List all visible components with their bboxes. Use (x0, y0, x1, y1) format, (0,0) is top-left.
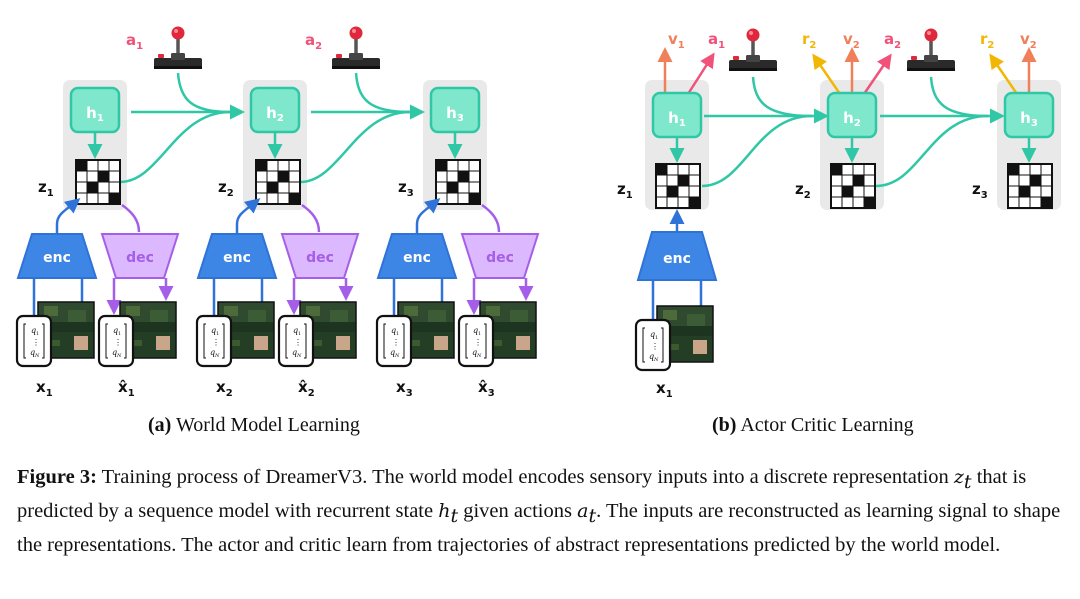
svg-text:r2: r2 (980, 30, 994, 51)
latent-grid-icon (655, 163, 701, 209)
caption-text: . The inputs are reconstructed as learni… (17, 500, 1061, 557)
joystick-icon (727, 26, 779, 73)
action-arrow (686, 52, 715, 95)
math-subscript: t (963, 471, 972, 494)
svg-text:x2: x2 (216, 378, 233, 399)
joystick-icon (330, 24, 382, 71)
subfigure-caption-b: (b) Actor Critic Learning (712, 414, 914, 437)
joystick-icon (905, 26, 957, 73)
subfigure-title: World Model Learning (171, 414, 360, 436)
subfigure-tag: (a) (148, 414, 172, 436)
action-arrow (862, 53, 892, 95)
sequence-state-box (69, 86, 121, 134)
vector-input-icon (457, 314, 495, 368)
joystick-icon (152, 24, 204, 71)
latent-grid-icon (830, 163, 876, 209)
svg-text:a1: a1 (126, 31, 143, 52)
caption-text: that is predicted by a sequence model wi… (17, 466, 1027, 523)
figure-3: q 1 ⋮ q N (15, 24, 1061, 400)
svg-text:enc: enc (403, 250, 431, 266)
svg-text:x1: x1 (656, 379, 673, 400)
svg-text:h1: h1 (668, 109, 686, 129)
latent-grid-icon (75, 159, 121, 205)
svg-text:h1: h1 (86, 104, 104, 124)
sequence-state-box (651, 91, 703, 139)
vector-input-icon (375, 314, 413, 368)
svg-text:z2: z2 (795, 180, 811, 201)
encoder-block (196, 233, 278, 279)
encoder-block (376, 233, 458, 279)
svg-text:v2: v2 (1020, 30, 1037, 51)
reward-arrow (989, 53, 1019, 95)
svg-text:dec: dec (306, 250, 334, 266)
subfigure-title: Actor Critic Learning (736, 414, 914, 436)
encoder-block (16, 233, 98, 279)
subfigure-caption-a: (a) World Model Learning (148, 414, 360, 437)
panel-b: h1 h2 h3 z1 z2 z3 v1 a1 r2 v2 a2 r2 v2 e… (617, 26, 1061, 400)
svg-text:x̂2: x̂2 (298, 378, 315, 399)
svg-text:h3: h3 (446, 104, 464, 124)
math-symbol: a (577, 500, 589, 523)
svg-text:z3: z3 (972, 180, 988, 201)
caption-text: Training process of DreamerV3. The world… (96, 466, 954, 488)
caption-lead: Figure 3: (17, 466, 97, 488)
vector-input-icon (277, 314, 315, 368)
svg-text:r2: r2 (802, 30, 816, 51)
svg-text:z2: z2 (218, 178, 234, 199)
math-subscript: t (450, 505, 459, 528)
reward-arrow (812, 53, 842, 95)
svg-text:enc: enc (663, 251, 691, 267)
encoder-block (636, 231, 718, 281)
svg-text:a2: a2 (884, 30, 901, 51)
vector-input-icon (634, 318, 672, 372)
svg-text:h3: h3 (1020, 109, 1038, 129)
svg-text:v2: v2 (843, 30, 860, 51)
svg-text:v1: v1 (668, 30, 685, 51)
sequence-state-box (429, 86, 481, 134)
latent-grid-icon (435, 159, 481, 205)
vector-input-icon (15, 314, 53, 368)
vector-input-icon (97, 314, 135, 368)
svg-text:z3: z3 (398, 178, 414, 199)
svg-text:a1: a1 (708, 30, 725, 51)
svg-text:x̂1: x̂1 (118, 378, 135, 399)
vector-input-icon (195, 314, 233, 368)
svg-text:z1: z1 (617, 180, 633, 201)
sequence-state-box (826, 91, 878, 139)
math-symbol: z (953, 466, 964, 488)
sequence-state-box (249, 86, 301, 134)
svg-text:enc: enc (223, 250, 251, 266)
svg-text:enc: enc (43, 250, 71, 266)
svg-text:dec: dec (126, 250, 154, 266)
svg-text:x1: x1 (36, 378, 53, 399)
svg-text:h2: h2 (843, 109, 861, 129)
svg-text:x3: x3 (396, 378, 413, 399)
figure-caption: Figure 3: Training process of DreamerV3.… (17, 463, 1067, 559)
decoder-block (460, 233, 540, 279)
svg-text:dec: dec (486, 250, 514, 266)
math-subscript: t (588, 505, 597, 528)
math-symbol: h (438, 500, 451, 523)
svg-text:z1: z1 (38, 178, 54, 199)
svg-text:a2: a2 (305, 31, 322, 52)
decoder-block (100, 233, 180, 279)
caption-text: given actions (458, 500, 578, 523)
svg-text:x̂3: x̂3 (478, 378, 495, 399)
svg-text:h2: h2 (266, 104, 284, 124)
sequence-state-box (1003, 91, 1055, 139)
subfigure-tag: (b) (712, 414, 737, 436)
latent-grid-icon (1007, 163, 1053, 209)
decoder-block (280, 233, 360, 279)
panel-a: h1 h2 h3 z1 z2 z3 a1 a2 enc enc enc (15, 24, 540, 399)
latent-grid-icon (255, 159, 301, 205)
